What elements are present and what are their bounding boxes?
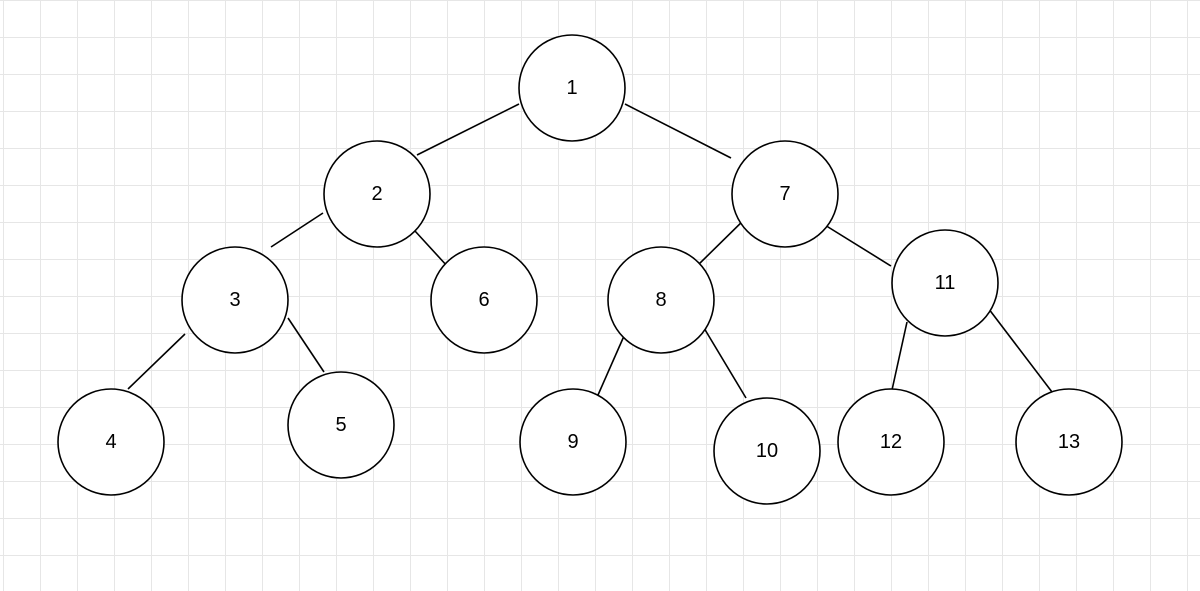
node-circle — [731, 140, 839, 248]
node-circle — [607, 246, 715, 354]
node-circle — [287, 371, 395, 479]
edge-1-7 — [624, 103, 732, 159]
node-circle — [891, 229, 999, 337]
edge-8-9 — [597, 335, 625, 396]
node-label: 12 — [880, 431, 902, 453]
node-label: 11 — [935, 272, 956, 294]
node-label: 8 — [655, 289, 666, 311]
tree-node-7: 7 — [731, 140, 839, 248]
tree-node-5: 5 — [287, 371, 395, 479]
node-label: 5 — [335, 414, 346, 436]
tree-node-4: 4 — [57, 388, 165, 496]
tree-node-13: 13 — [1015, 388, 1123, 496]
edge-7-11 — [819, 221, 892, 267]
edge-2-6 — [414, 230, 449, 268]
tree-node-3: 3 — [181, 246, 289, 354]
tree-node-9: 9 — [519, 388, 627, 496]
edge-3-5 — [287, 317, 325, 373]
node-circle — [430, 246, 538, 354]
edge-8-10 — [697, 317, 747, 399]
node-label: 7 — [779, 183, 790, 205]
node-circle — [713, 397, 821, 505]
node-circle — [1015, 388, 1123, 496]
node-label: 1 — [566, 77, 577, 99]
tree-node-11: 11 — [891, 229, 999, 337]
nodes: 1 2 3 4 5 6 7 — [57, 34, 1123, 505]
tree-node-8: 8 — [607, 246, 715, 354]
edge-11-13 — [981, 299, 1053, 393]
node-circle — [323, 140, 431, 248]
tree-node-1: 1 — [518, 34, 626, 142]
node-label: 2 — [371, 183, 382, 205]
edge-3-4 — [127, 333, 186, 390]
node-label: 13 — [1058, 431, 1080, 453]
node-circle — [181, 246, 289, 354]
node-label: 4 — [105, 431, 116, 453]
node-circle — [518, 34, 626, 142]
tree-node-12: 12 — [837, 388, 945, 496]
edge-2-3 — [270, 212, 324, 248]
edge-11-12 — [891, 321, 908, 391]
tree-node-6: 6 — [430, 246, 538, 354]
node-label: 9 — [567, 431, 578, 453]
node-label: 10 — [756, 440, 778, 462]
node-label: 3 — [229, 289, 240, 311]
node-label: 6 — [478, 289, 489, 311]
node-circle — [837, 388, 945, 496]
tree-node-2: 2 — [323, 140, 431, 248]
node-circle — [57, 388, 165, 496]
edge-1-2 — [416, 103, 520, 156]
tree-node-10: 10 — [713, 397, 821, 505]
node-circle — [519, 388, 627, 496]
